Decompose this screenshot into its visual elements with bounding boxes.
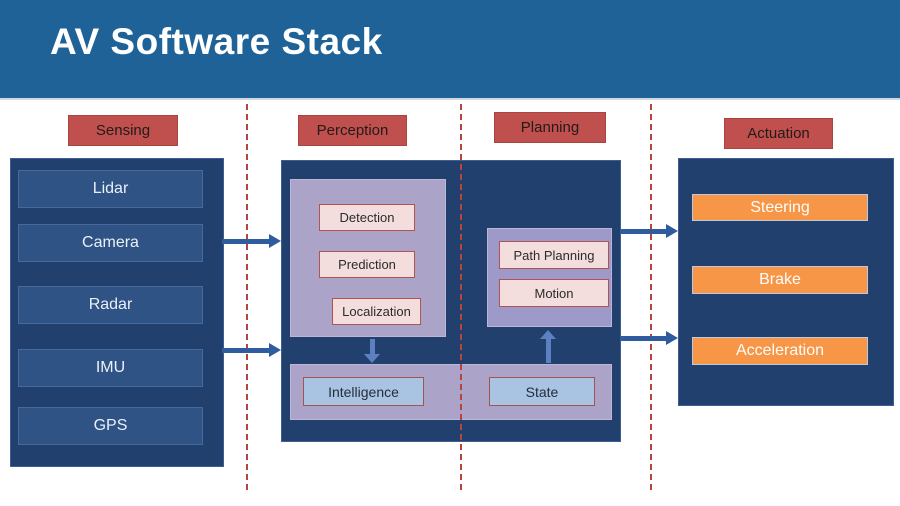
column-label-actuation: Actuation [724, 118, 833, 149]
arrow-head-icon [269, 343, 281, 357]
column-separator-2 [460, 104, 462, 490]
arrow-planning-to-actuation-top [621, 224, 678, 238]
arrow-shaft [621, 228, 667, 234]
column-label-sensing: Sensing [68, 115, 178, 146]
sensor-box-radar: Radar [18, 286, 203, 324]
arrow-sensing-to-perception-top [222, 234, 281, 248]
actuator-box-brake: Brake [692, 266, 868, 294]
shared-box-state: State [489, 377, 595, 406]
perception-box-detection: Detection [319, 204, 415, 231]
arrow-head-icon [364, 354, 380, 363]
actuator-box-steering: Steering [692, 194, 868, 221]
planning-box-path-planning: Path Planning [499, 241, 609, 269]
column-separator-1 [246, 104, 248, 490]
sensor-box-camera: Camera [18, 224, 203, 262]
arrow-shaft [369, 339, 375, 355]
arrow-shaft [222, 238, 270, 244]
slide-title: AV Software Stack [50, 21, 383, 62]
column-label-planning: Planning [494, 112, 606, 143]
arrow-head-icon [540, 330, 556, 339]
arrow-shaft [545, 338, 551, 363]
arrow-perception-to-intelligence [364, 339, 380, 363]
header-band: AV Software Stack [0, 0, 900, 100]
arrow-sensing-to-perception-bottom [222, 343, 281, 357]
perception-box-localization: Localization [332, 298, 421, 325]
column-label-perception: Perception [298, 115, 407, 146]
actuator-box-acceleration: Acceleration [692, 337, 868, 365]
sensor-box-gps: GPS [18, 407, 203, 445]
column-separator-3 [650, 104, 652, 490]
sensor-box-imu: IMU [18, 349, 203, 387]
arrow-shaft [621, 335, 667, 341]
arrow-planning-to-actuation-bottom [621, 331, 678, 345]
sensor-box-lidar: Lidar [18, 170, 203, 208]
arrow-head-icon [269, 234, 281, 248]
arrow-shaft [222, 347, 270, 353]
arrow-head-icon [666, 331, 678, 345]
arrow-state-to-planning [540, 330, 556, 363]
planning-box-motion: Motion [499, 279, 609, 307]
arrow-head-icon [666, 224, 678, 238]
shared-box-intelligence: Intelligence [303, 377, 424, 406]
perception-box-prediction: Prediction [319, 251, 415, 278]
